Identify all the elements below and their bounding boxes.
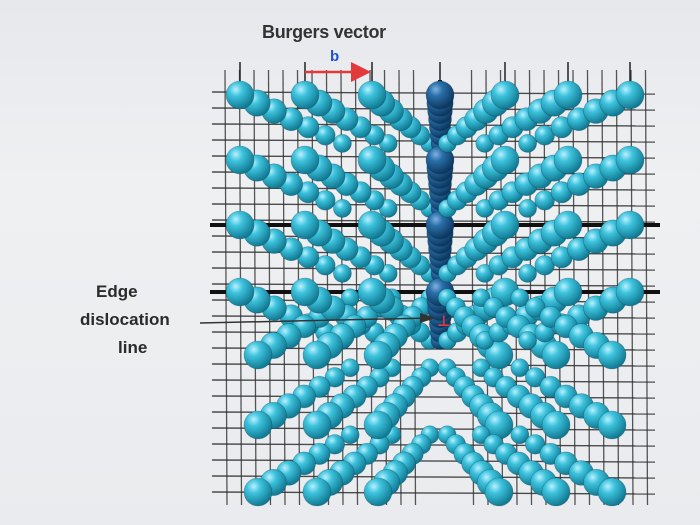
lattice-line-v	[398, 69, 402, 506]
atom	[541, 410, 571, 440]
lattice-line-v	[267, 69, 272, 506]
atom	[541, 477, 571, 507]
atom	[510, 358, 530, 378]
atom	[518, 199, 537, 218]
atom	[315, 125, 336, 146]
lattice-line-v	[644, 69, 649, 506]
atom	[553, 210, 583, 240]
atom	[225, 210, 255, 240]
atom	[357, 210, 387, 240]
atom	[534, 190, 555, 211]
atom	[243, 410, 273, 440]
atom	[357, 145, 387, 175]
atom	[225, 277, 255, 307]
half-plane-atom	[425, 80, 455, 110]
atom	[484, 477, 514, 507]
atom	[490, 145, 520, 175]
dislocation-pointer-head	[420, 313, 436, 323]
atom	[324, 367, 345, 388]
atom	[333, 199, 352, 218]
atom	[357, 80, 387, 110]
atom	[243, 340, 273, 370]
lattice-line-v	[586, 69, 591, 506]
edge-label-line2: dislocation	[80, 310, 170, 329]
atom	[357, 277, 387, 307]
burgers-vector-title: Burgers vector	[262, 22, 386, 42]
atom	[324, 434, 345, 455]
atom	[518, 134, 537, 153]
lattice-line-h	[211, 379, 656, 383]
atom	[534, 125, 555, 146]
atom	[597, 477, 627, 507]
lattice-line-v	[282, 69, 286, 506]
atom	[290, 145, 320, 175]
atom	[490, 80, 520, 110]
atom	[302, 477, 332, 507]
burgers-symbol: b	[330, 48, 340, 65]
atom	[290, 210, 320, 240]
atom	[333, 264, 352, 283]
atom	[553, 145, 583, 175]
atom	[363, 477, 393, 507]
atom	[340, 425, 360, 445]
atom	[597, 410, 627, 440]
lattice-line-h	[211, 443, 656, 447]
atom	[225, 80, 255, 110]
atom	[333, 134, 352, 153]
atom	[525, 297, 546, 318]
annotations: ⊥	[199, 62, 451, 330]
atom	[541, 340, 571, 370]
atom	[290, 80, 320, 110]
atom	[290, 277, 320, 307]
atom	[525, 434, 546, 455]
atom	[615, 210, 645, 240]
atom	[525, 367, 546, 388]
atom	[315, 190, 336, 211]
atom	[490, 210, 520, 240]
atom	[363, 340, 393, 370]
atom	[553, 277, 583, 307]
atom	[615, 80, 645, 110]
atom	[243, 477, 273, 507]
dislocation-symbol: ⊥	[437, 312, 451, 330]
atom	[597, 340, 627, 370]
atom	[534, 255, 555, 276]
lattice-line-v	[601, 69, 605, 506]
edge-label-line1: Edge	[96, 282, 138, 301]
atom	[363, 410, 393, 440]
atom	[553, 80, 583, 110]
atom	[225, 145, 255, 175]
atom	[518, 331, 537, 350]
atom	[518, 264, 537, 283]
atom	[615, 277, 645, 307]
edge-label-line3: line	[118, 338, 148, 357]
lattice-line-h	[211, 491, 656, 495]
atom	[340, 358, 360, 378]
atom	[615, 145, 645, 175]
atom	[302, 410, 332, 440]
lattice-line-v	[224, 69, 228, 506]
atom	[302, 340, 332, 370]
dislocation-pointer-line	[199, 317, 431, 324]
atom	[510, 425, 530, 445]
lattice-line-h	[211, 459, 656, 463]
atom	[315, 255, 336, 276]
atom	[510, 288, 530, 308]
